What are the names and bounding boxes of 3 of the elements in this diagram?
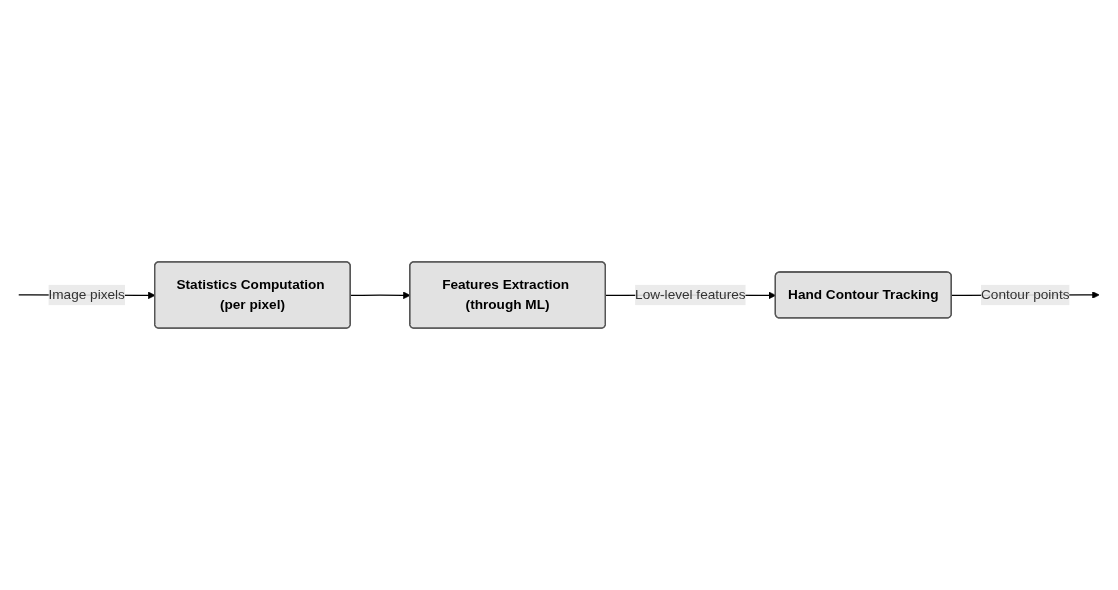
edge-label: Contour points xyxy=(981,287,1070,302)
edge-label: Image pixels xyxy=(48,287,125,302)
edge-label: Low-level features xyxy=(635,287,746,302)
